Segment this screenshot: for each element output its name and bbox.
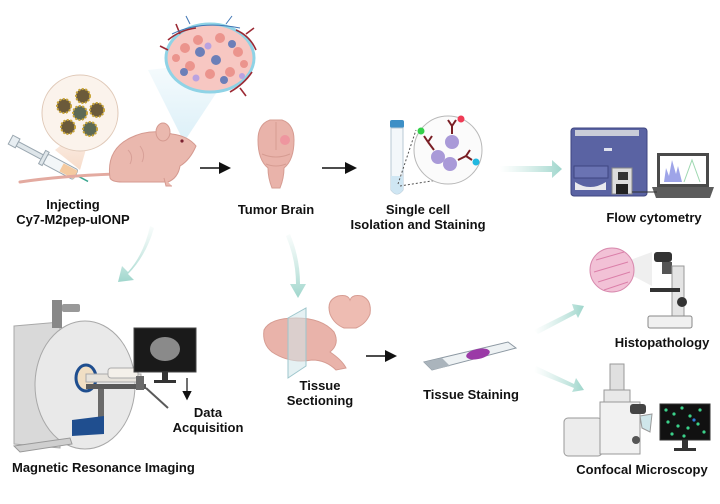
antibody-staining-circle — [413, 115, 483, 185]
coronal-slice-icon — [328, 295, 371, 329]
arrow-staining-to-confocal — [534, 366, 584, 392]
stained-slide-icon — [423, 341, 518, 371]
step-tumor-brain-label: Tumor Brain — [238, 202, 314, 217]
mri-monitor-icon — [133, 327, 197, 383]
step-mri-label: Magnetic Resonance Imaging — [12, 460, 195, 475]
step-injecting-line2: Cy7-M2pep-uIONP — [16, 212, 130, 227]
step-data-acquisition-line1: Data — [194, 405, 223, 420]
tumor-brain-icon — [257, 119, 295, 189]
light-microscope-icon — [647, 252, 693, 329]
confocal-monitor-icon — [659, 403, 711, 451]
step-single-cell-line1: Single cell — [386, 202, 450, 217]
antibody-icons — [423, 119, 473, 161]
step-single-cell-line2: Isolation and Staining — [350, 217, 485, 232]
arrow-injecting-to-mri — [118, 226, 154, 282]
step-tissue-sectioning-line2: Sectioning — [287, 393, 354, 408]
cyan-fluorophore — [472, 158, 480, 166]
nude-mouse-icon — [18, 122, 197, 187]
cell-icons — [431, 135, 459, 171]
flow-cytometer-icon — [570, 127, 648, 197]
arrow-staining-to-histopathology — [534, 304, 584, 334]
nanoparticle-zoom-circle — [41, 74, 119, 170]
laptop-histogram-icon — [632, 153, 714, 198]
sectioning-blade-icon — [287, 307, 307, 379]
step-histopathology-label: Histopathology — [615, 335, 710, 350]
syringe-icon — [7, 134, 89, 183]
step-tissue-sectioning-line1: Tissue — [300, 378, 341, 393]
zoom-dotted-line-top — [397, 129, 417, 185]
step-flow-cytometry-label: Flow cytometry — [606, 210, 702, 225]
arrow-single-cell-to-flow — [500, 160, 562, 178]
confocal-microscope-icon — [563, 363, 653, 457]
histology-zoom-circle — [589, 247, 652, 293]
test-tube-icon — [390, 120, 404, 195]
step-tissue-staining-label: Tissue Staining — [423, 387, 519, 402]
nanoparticle-icons — [56, 88, 105, 137]
step-confocal-label: Confocal Microscopy — [576, 462, 708, 477]
arrow-brain-to-sectioning — [286, 234, 306, 298]
zoom-dotted-line-bottom — [399, 177, 451, 187]
step-data-acquisition-line2: Acquisition — [173, 420, 244, 435]
step-injecting-line1: Injecting — [46, 197, 100, 212]
tumor-microenvironment-icon — [159, 15, 257, 97]
red-fluorophore — [457, 115, 465, 123]
green-fluorophore — [417, 127, 425, 135]
mri-scanner-icon — [12, 300, 169, 453]
